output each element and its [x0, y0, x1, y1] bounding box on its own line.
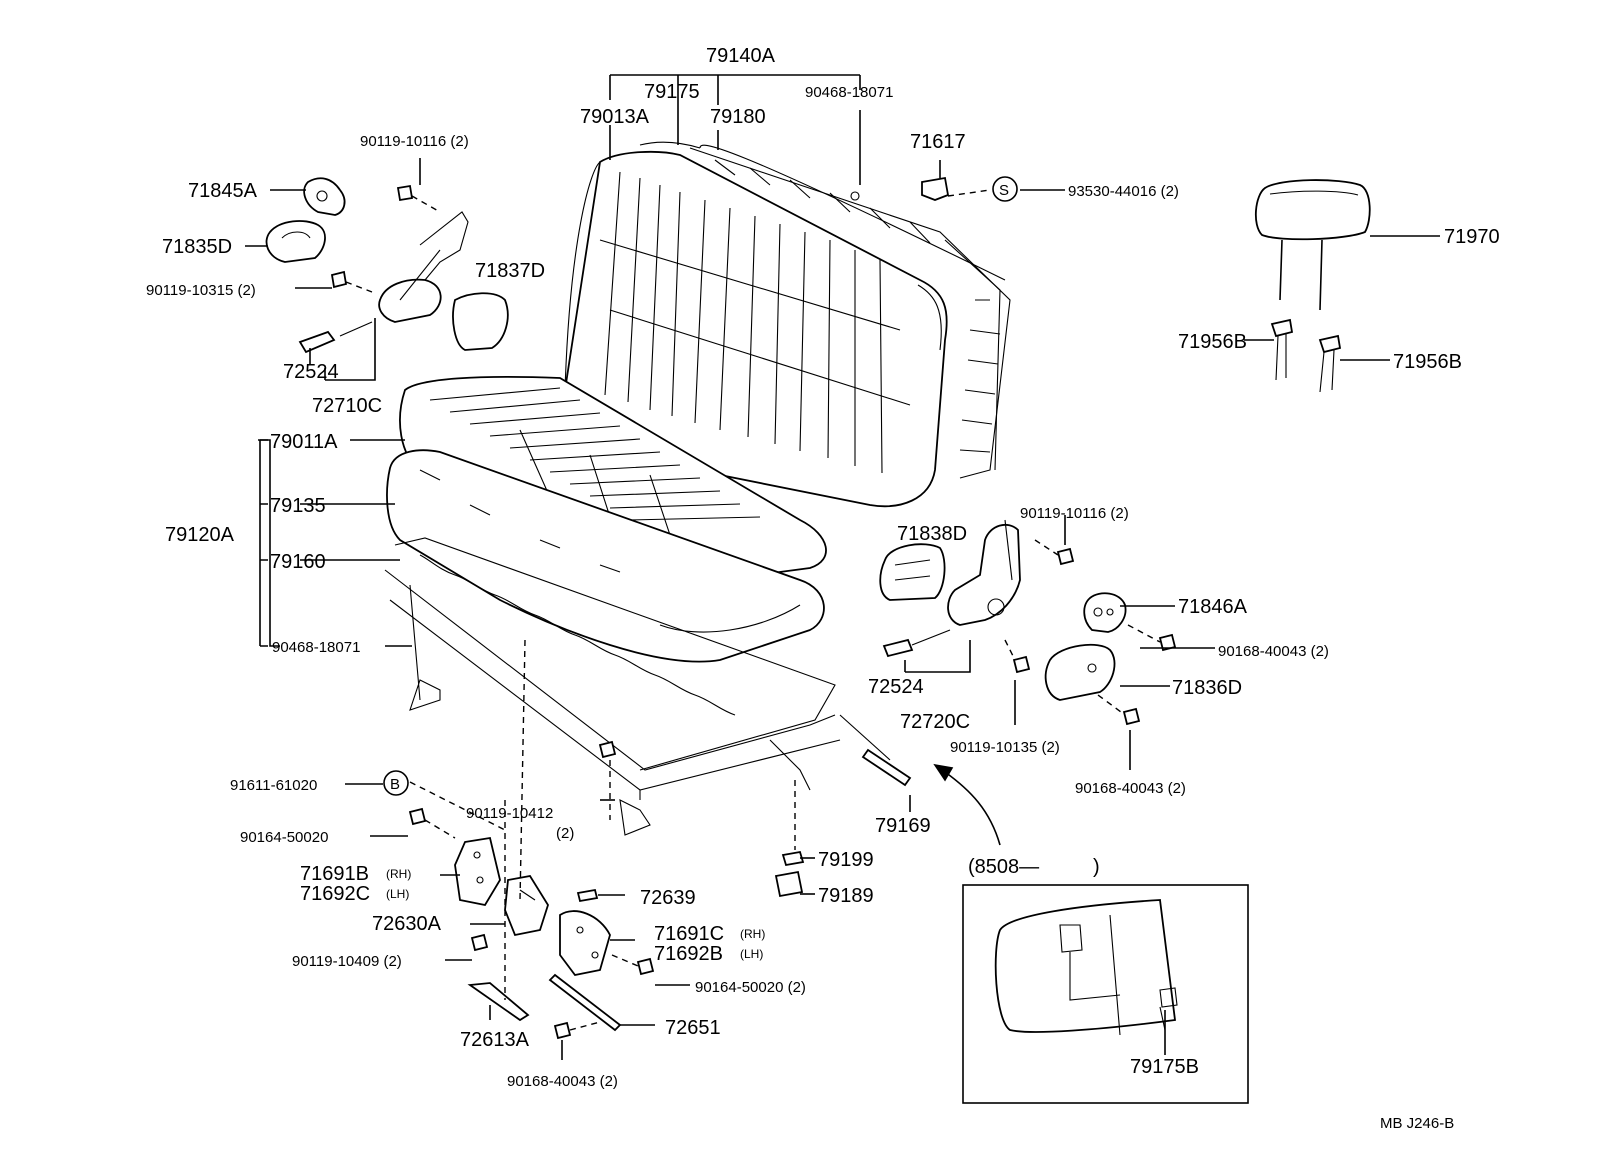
label-79160: 79160 — [270, 551, 326, 573]
label-72639: 72639 — [640, 887, 696, 909]
label-90468-18071-top: 90468-18071 — [805, 84, 893, 101]
label-71692C-side: (LH) — [386, 887, 409, 901]
label-90468-18071-left: 90468-18071 — [272, 639, 360, 656]
lower-bolts — [408, 639, 655, 1040]
label-8508: (8508— — [968, 856, 1039, 878]
plate-72613A — [467, 982, 530, 1022]
right-recliner-cover-outer — [1083, 592, 1127, 633]
b-marker-circle — [383, 770, 409, 796]
left-bolts — [330, 184, 441, 293]
label-90119-10409: 90119-10409 (2) — [292, 953, 402, 970]
label-79013A: 79013A — [580, 106, 650, 128]
label-72613A: 72613A — [460, 1029, 530, 1051]
headrest — [1255, 179, 1371, 311]
right-recliner-cover-large — [1044, 643, 1116, 701]
right-recliner — [947, 519, 1021, 626]
label-90164-50020-left: 90164-50020 — [240, 829, 328, 846]
label-90168-40043-bottom: 90168-40043 (2) — [507, 1073, 618, 1090]
label-71692C: 71692C — [300, 883, 370, 905]
label-71617: 71617 — [910, 131, 966, 153]
label-90119-10135: 90119-10135 (2) — [950, 739, 1060, 756]
label-79135: 79135 — [270, 495, 326, 517]
label-79175: 79175 — [644, 81, 700, 103]
label-8508-close: ) — [1093, 856, 1100, 878]
label-72720C: 72720C — [900, 711, 970, 733]
label-72524-left: 72524 — [283, 361, 339, 383]
hinge-71691C — [559, 910, 611, 976]
pin-72639 — [576, 888, 599, 903]
label-90168-40043-r2: 90168-40043 (2) — [1075, 780, 1186, 797]
rod-72651 — [548, 973, 622, 1032]
label-71692B-side: (LH) — [740, 947, 763, 961]
rod-79169 — [861, 748, 912, 787]
label-90119-10315: 90119-10315 (2) — [146, 282, 256, 299]
label-71835D: 71835D — [162, 236, 232, 258]
detail-box — [962, 884, 1249, 1104]
left-recliner-knob — [298, 321, 373, 354]
detail-arrow — [933, 763, 1001, 846]
seat-cushion-pad — [386, 449, 825, 663]
label-79011A: 79011A — [270, 431, 338, 453]
label-79169: 79169 — [875, 815, 931, 837]
label-71845A: 71845A — [188, 180, 258, 202]
clip-71617 — [921, 176, 1018, 202]
latch-72630A — [504, 875, 549, 937]
label-79199: 79199 — [818, 849, 874, 871]
label-90119-10412-qty: (2) — [556, 825, 574, 842]
label-71956B-left: 71956B — [1178, 331, 1247, 353]
headrest-support-right — [1318, 334, 1342, 393]
label-72630A: 72630A — [372, 913, 442, 935]
seat-back-cover — [563, 150, 948, 508]
label-71691C: 71691C — [654, 923, 724, 945]
leader-lines — [245, 74, 1440, 1060]
label-72710C: 72710C — [312, 395, 382, 417]
headrest-support-left — [1270, 318, 1294, 381]
label-reference-code: MB J246-B — [1380, 1115, 1454, 1132]
label-71956B-right: 71956B — [1393, 351, 1462, 373]
label-79120A: 79120A — [165, 524, 235, 546]
label-b-mark: B — [390, 776, 400, 793]
labels: 79140A 79175 79013A 79180 90468-18071 71… — [146, 45, 1500, 1132]
label-s-mark: S — [999, 182, 1009, 199]
label-71970: 71970 — [1444, 226, 1500, 248]
label-71836D: 71836D — [1172, 677, 1242, 699]
label-90119-10116-right: 90119-10116 (2) — [1020, 505, 1129, 522]
left-recliner-cover-outer — [303, 177, 346, 216]
label-72651: 72651 — [665, 1017, 721, 1039]
label-79175B: 79175B — [1130, 1056, 1199, 1078]
right-recliner-knob — [882, 629, 951, 658]
label-93530-44016: 93530-44016 (2) — [1068, 183, 1179, 200]
label-79189: 79189 — [818, 885, 874, 907]
ring-90468-top — [850, 191, 860, 201]
label-71691B: 71691B — [300, 863, 369, 885]
label-71691B-side: (RH) — [386, 867, 411, 881]
label-79140A: 79140A — [706, 45, 776, 67]
label-90164-50020-right: 90164-50020 (2) — [695, 979, 806, 996]
label-71692B: 71692B — [654, 943, 723, 965]
label-72524-right: 72524 — [868, 676, 924, 698]
label-71838D: 71838D — [897, 523, 967, 545]
left-recliner — [378, 211, 509, 351]
label-71837D: 71837D — [475, 260, 545, 282]
label-71691C-side: (RH) — [740, 927, 765, 941]
label-71846A: 71846A — [1178, 596, 1248, 618]
label-90168-40043-r1: 90168-40043 (2) — [1218, 643, 1329, 660]
seat-back-frame — [689, 144, 1011, 479]
label-90119-10412: 90119-10412 — [466, 805, 553, 822]
seat-back-pad — [639, 141, 942, 351]
bumper-79189 — [774, 870, 804, 898]
right-recliner-cover-inner — [879, 543, 946, 601]
right-bolts — [1004, 539, 1177, 726]
hinge-71691B — [454, 836, 501, 907]
label-79180: 79180 — [710, 106, 766, 128]
left-recliner-cover-inner — [265, 220, 326, 263]
label-91611-61020: 91611-61020 — [230, 777, 317, 794]
cap-79199 — [781, 780, 805, 867]
seat-cushion-frame — [384, 537, 891, 836]
label-90119-10116-tl: 90119-10116 (2) — [360, 133, 469, 150]
